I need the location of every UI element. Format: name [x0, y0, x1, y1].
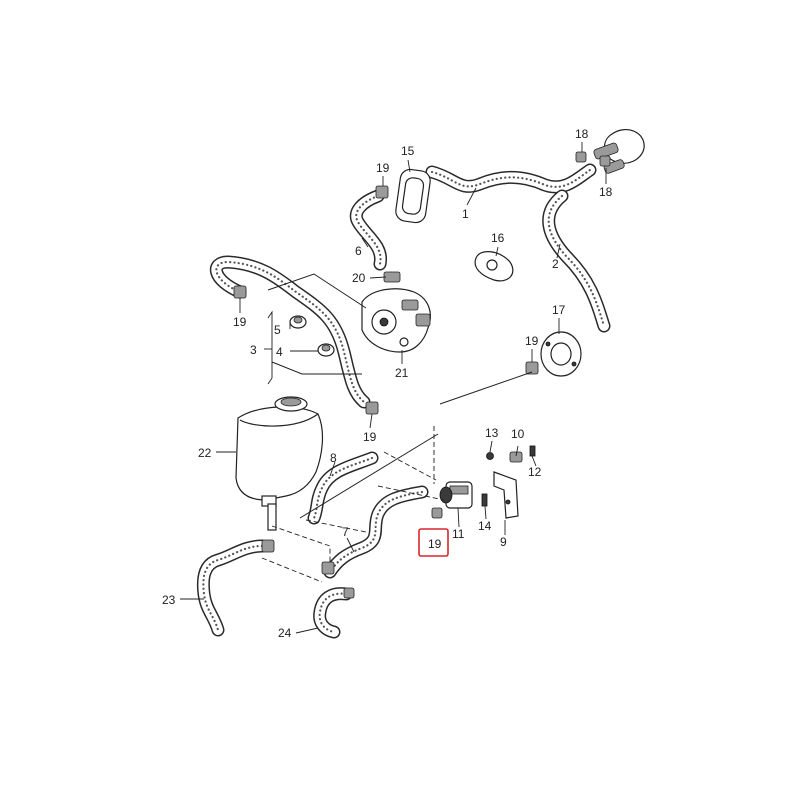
- callout-23: 23: [162, 593, 176, 607]
- callout-leaders: [180, 142, 607, 634]
- part-16-gasket: [474, 251, 514, 282]
- callout-19-right: 19: [525, 334, 539, 348]
- callout-22: 22: [198, 446, 212, 460]
- callout-labels: 1 2 3 4 5 6 7 8 9 10 11 12 13 14 15 16 1…: [162, 127, 613, 640]
- assembly-lines: [261, 273, 533, 583]
- callout-12: 12: [528, 465, 542, 479]
- part-19-clamps: [233, 151, 611, 599]
- callout-19-highlighted: 19: [428, 537, 442, 551]
- callout-20: 20: [352, 271, 366, 285]
- part-10-fitting: [509, 451, 523, 463]
- hose-7: [323, 485, 429, 579]
- callout-16: 16: [491, 231, 505, 245]
- callout-2: 2: [552, 257, 559, 271]
- callout-13: 13: [485, 426, 499, 440]
- callout-19-top: 19: [376, 161, 390, 175]
- part-11-valve: [439, 481, 473, 509]
- callout-15: 15: [401, 144, 415, 158]
- hose-24: [313, 587, 353, 639]
- callout-14: 14: [478, 519, 492, 533]
- part-9-bracket: [493, 471, 519, 519]
- callout-17: 17: [552, 303, 566, 317]
- callout-5: 5: [274, 323, 281, 337]
- parts: [233, 129, 645, 599]
- part-5-clamp: [289, 315, 307, 329]
- hoses: [196, 163, 611, 639]
- part-15-flange: [395, 168, 431, 224]
- hose-3: [209, 255, 371, 409]
- callout-9: 9: [500, 535, 507, 549]
- callout-1: 1: [462, 207, 469, 221]
- callout-18-top: 18: [575, 127, 589, 141]
- callout-19-left: 19: [233, 315, 247, 329]
- part-22-tank: [235, 396, 324, 531]
- part-12-bolt: [529, 445, 536, 457]
- hose-23: [196, 539, 269, 637]
- callout-4: 4: [276, 345, 283, 359]
- part-14-bolt: [481, 493, 488, 507]
- callout-10: 10: [511, 427, 525, 441]
- part-13-bolt: [486, 452, 494, 460]
- callout-7: 7: [342, 525, 349, 539]
- hose-8: [307, 451, 379, 525]
- callout-3: 3: [250, 343, 257, 357]
- callout-19-middle: 19: [363, 430, 377, 444]
- highlight-box: [418, 528, 449, 557]
- hose-2: [542, 189, 611, 333]
- callout-24: 24: [278, 626, 292, 640]
- part-20-clamp: [383, 271, 401, 283]
- callout-21: 21: [395, 366, 409, 380]
- callout-18-right: 18: [599, 185, 613, 199]
- part-18-connector: [593, 129, 645, 174]
- callout-8: 8: [330, 451, 337, 465]
- part-4-clamp: [317, 343, 335, 357]
- hose-6: [349, 189, 388, 271]
- part-17-flange: [540, 331, 582, 377]
- callout-11: 11: [452, 527, 465, 541]
- hose-1: [425, 163, 597, 194]
- part-21-pump: [361, 288, 431, 353]
- callout-6: 6: [355, 244, 362, 258]
